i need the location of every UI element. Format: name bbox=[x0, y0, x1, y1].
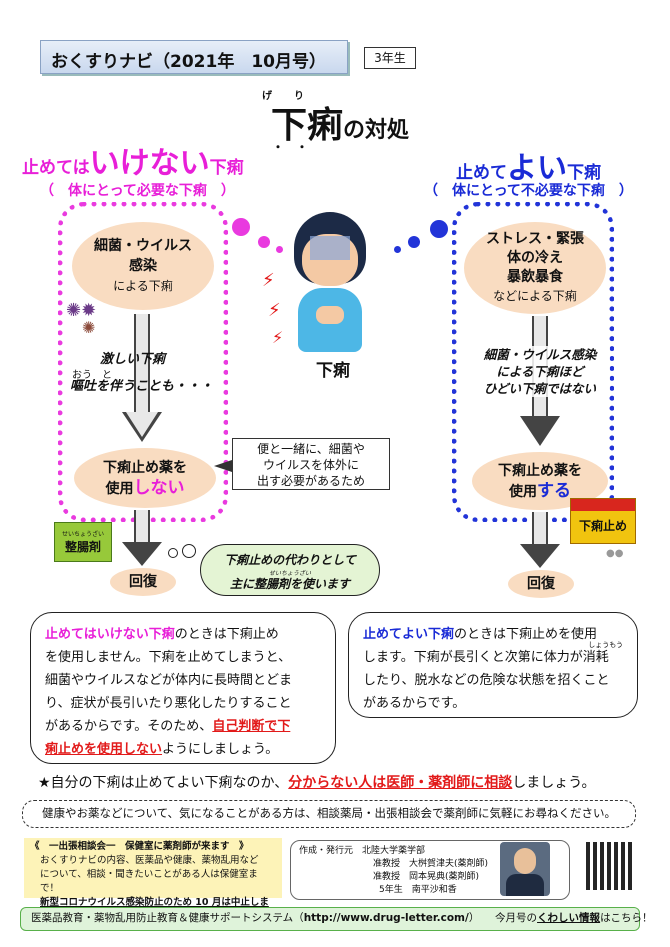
credits: 作成・発行元 北陸大学薬学部 准教授 大桝賀津夫(薬剤師) 准教授 岡本晃典(薬… bbox=[290, 840, 570, 900]
antidiarrheal-box: 下痢止め bbox=[570, 498, 636, 544]
cloud-dot-1 bbox=[168, 548, 178, 558]
dot-pink-small bbox=[258, 236, 270, 248]
dot-blue-tiny bbox=[394, 246, 401, 253]
page-title: 下痢の対処 bbox=[240, 96, 440, 148]
left-arrow2-head bbox=[122, 542, 162, 566]
author-photo bbox=[500, 842, 550, 896]
title-sub: の対処 bbox=[343, 118, 410, 143]
right-symptom: 細菌・ウイルス感染 による下痢ほど ひどい下痢ではない bbox=[470, 346, 610, 397]
left-arrow-head-fill bbox=[126, 412, 158, 437]
virus-icon: ✺ bbox=[82, 318, 96, 337]
left-symptom-1: 激しい下痢 bbox=[100, 352, 166, 367]
site-link[interactable]: http://www.drug-letter.com/ bbox=[303, 912, 469, 924]
left-arrow-shaft bbox=[134, 314, 150, 414]
consult-note: 健康やお薬などについて、気になることがある方は、相談薬局・出張相談会で薬剤師に気… bbox=[22, 800, 636, 828]
cloud-note: 下痢止めの代わりとして せいちょうざい 主に整腸剤を使います bbox=[200, 544, 380, 596]
cloud-dot-2 bbox=[182, 544, 196, 558]
left-arrow2-shaft bbox=[134, 510, 150, 544]
pain-mark-icon-3: ⚡ bbox=[272, 328, 284, 347]
center-note: 便と一緒に、細菌や ウイルスを体外に 出す必要があるため bbox=[232, 438, 390, 490]
explain-left: 止めてはいけない下痢のときは下痢止め を使用しません。下痢を止めてしまうと、 細… bbox=[30, 612, 336, 764]
grade-label: 3年生 bbox=[364, 47, 416, 69]
pills-icon: ●● bbox=[606, 548, 624, 559]
title-main: 下痢 bbox=[270, 105, 343, 146]
left-heading: 止めてはいけない下痢 bbox=[22, 146, 244, 181]
dot-pink-tiny bbox=[276, 246, 283, 253]
person-illustration bbox=[288, 212, 372, 352]
pain-mark-icon-2: ⚡ bbox=[268, 300, 281, 321]
right-arrow2-head bbox=[520, 544, 560, 568]
left-medicine: 下痢止め薬を 使用しない bbox=[74, 448, 216, 508]
details-link[interactable]: くわしい情報 bbox=[537, 912, 601, 924]
dot-blue-large bbox=[430, 220, 448, 238]
germ-icon: ✺✹ bbox=[66, 300, 97, 321]
note-pointer bbox=[214, 460, 232, 472]
seichozai-box: せいちょうざい 整腸剤 bbox=[54, 522, 112, 562]
pain-mark-icon: ⚡ bbox=[262, 270, 275, 291]
right-cause: ストレス・緊張 体の冷え 暴飲暴食 などによる下痢 bbox=[464, 222, 606, 314]
footer-bar: 医薬品教育・薬物乱用防止教育＆健康サポートシステム（http://www.dru… bbox=[20, 907, 653, 931]
qr-code-icon[interactable] bbox=[586, 842, 634, 890]
right-recover: 回復 bbox=[508, 570, 574, 598]
right-arrow-head bbox=[520, 416, 560, 446]
right-subheading: （ 体にとって不必要な下痢 ） bbox=[424, 183, 633, 199]
newsletter-title: おくすりナビ（2021年 10月号） bbox=[40, 40, 348, 74]
right-arrow2-shaft bbox=[532, 512, 548, 546]
left-recover: 回復 bbox=[110, 568, 176, 596]
explain-right: 止めてよい下痢のときは下痢止めを使用 します。下痢が長引くと次第に体力が消耗しょ… bbox=[348, 612, 638, 718]
left-subheading: （ 体にとって必要な下痢 ） bbox=[40, 183, 235, 199]
title-ruby: げ り bbox=[262, 91, 310, 102]
notice: ★自分の下痢は止めてよい下痢なのか、分からない人は医師・薬剤師に相談しましょう。 bbox=[38, 775, 596, 791]
dot-pink-large bbox=[232, 218, 250, 236]
figure-label: 下痢 bbox=[316, 361, 350, 381]
left-cause: 細菌・ウイルス 感染 による下痢 bbox=[72, 222, 214, 310]
dot-blue-small bbox=[408, 236, 420, 248]
left-symptom-2: 嘔吐を伴うことも・・・ bbox=[70, 379, 214, 394]
left-symptom-ruby: おう と bbox=[72, 370, 112, 381]
consult-event-box: 《 一出張相談会一 保健室に薬剤師が来ます 》 おくすりナビの内容、医薬品や健康… bbox=[24, 838, 282, 922]
right-heading: 止めてよい下痢 bbox=[456, 151, 601, 186]
emphasis-dots: ・ ・ bbox=[272, 140, 309, 154]
